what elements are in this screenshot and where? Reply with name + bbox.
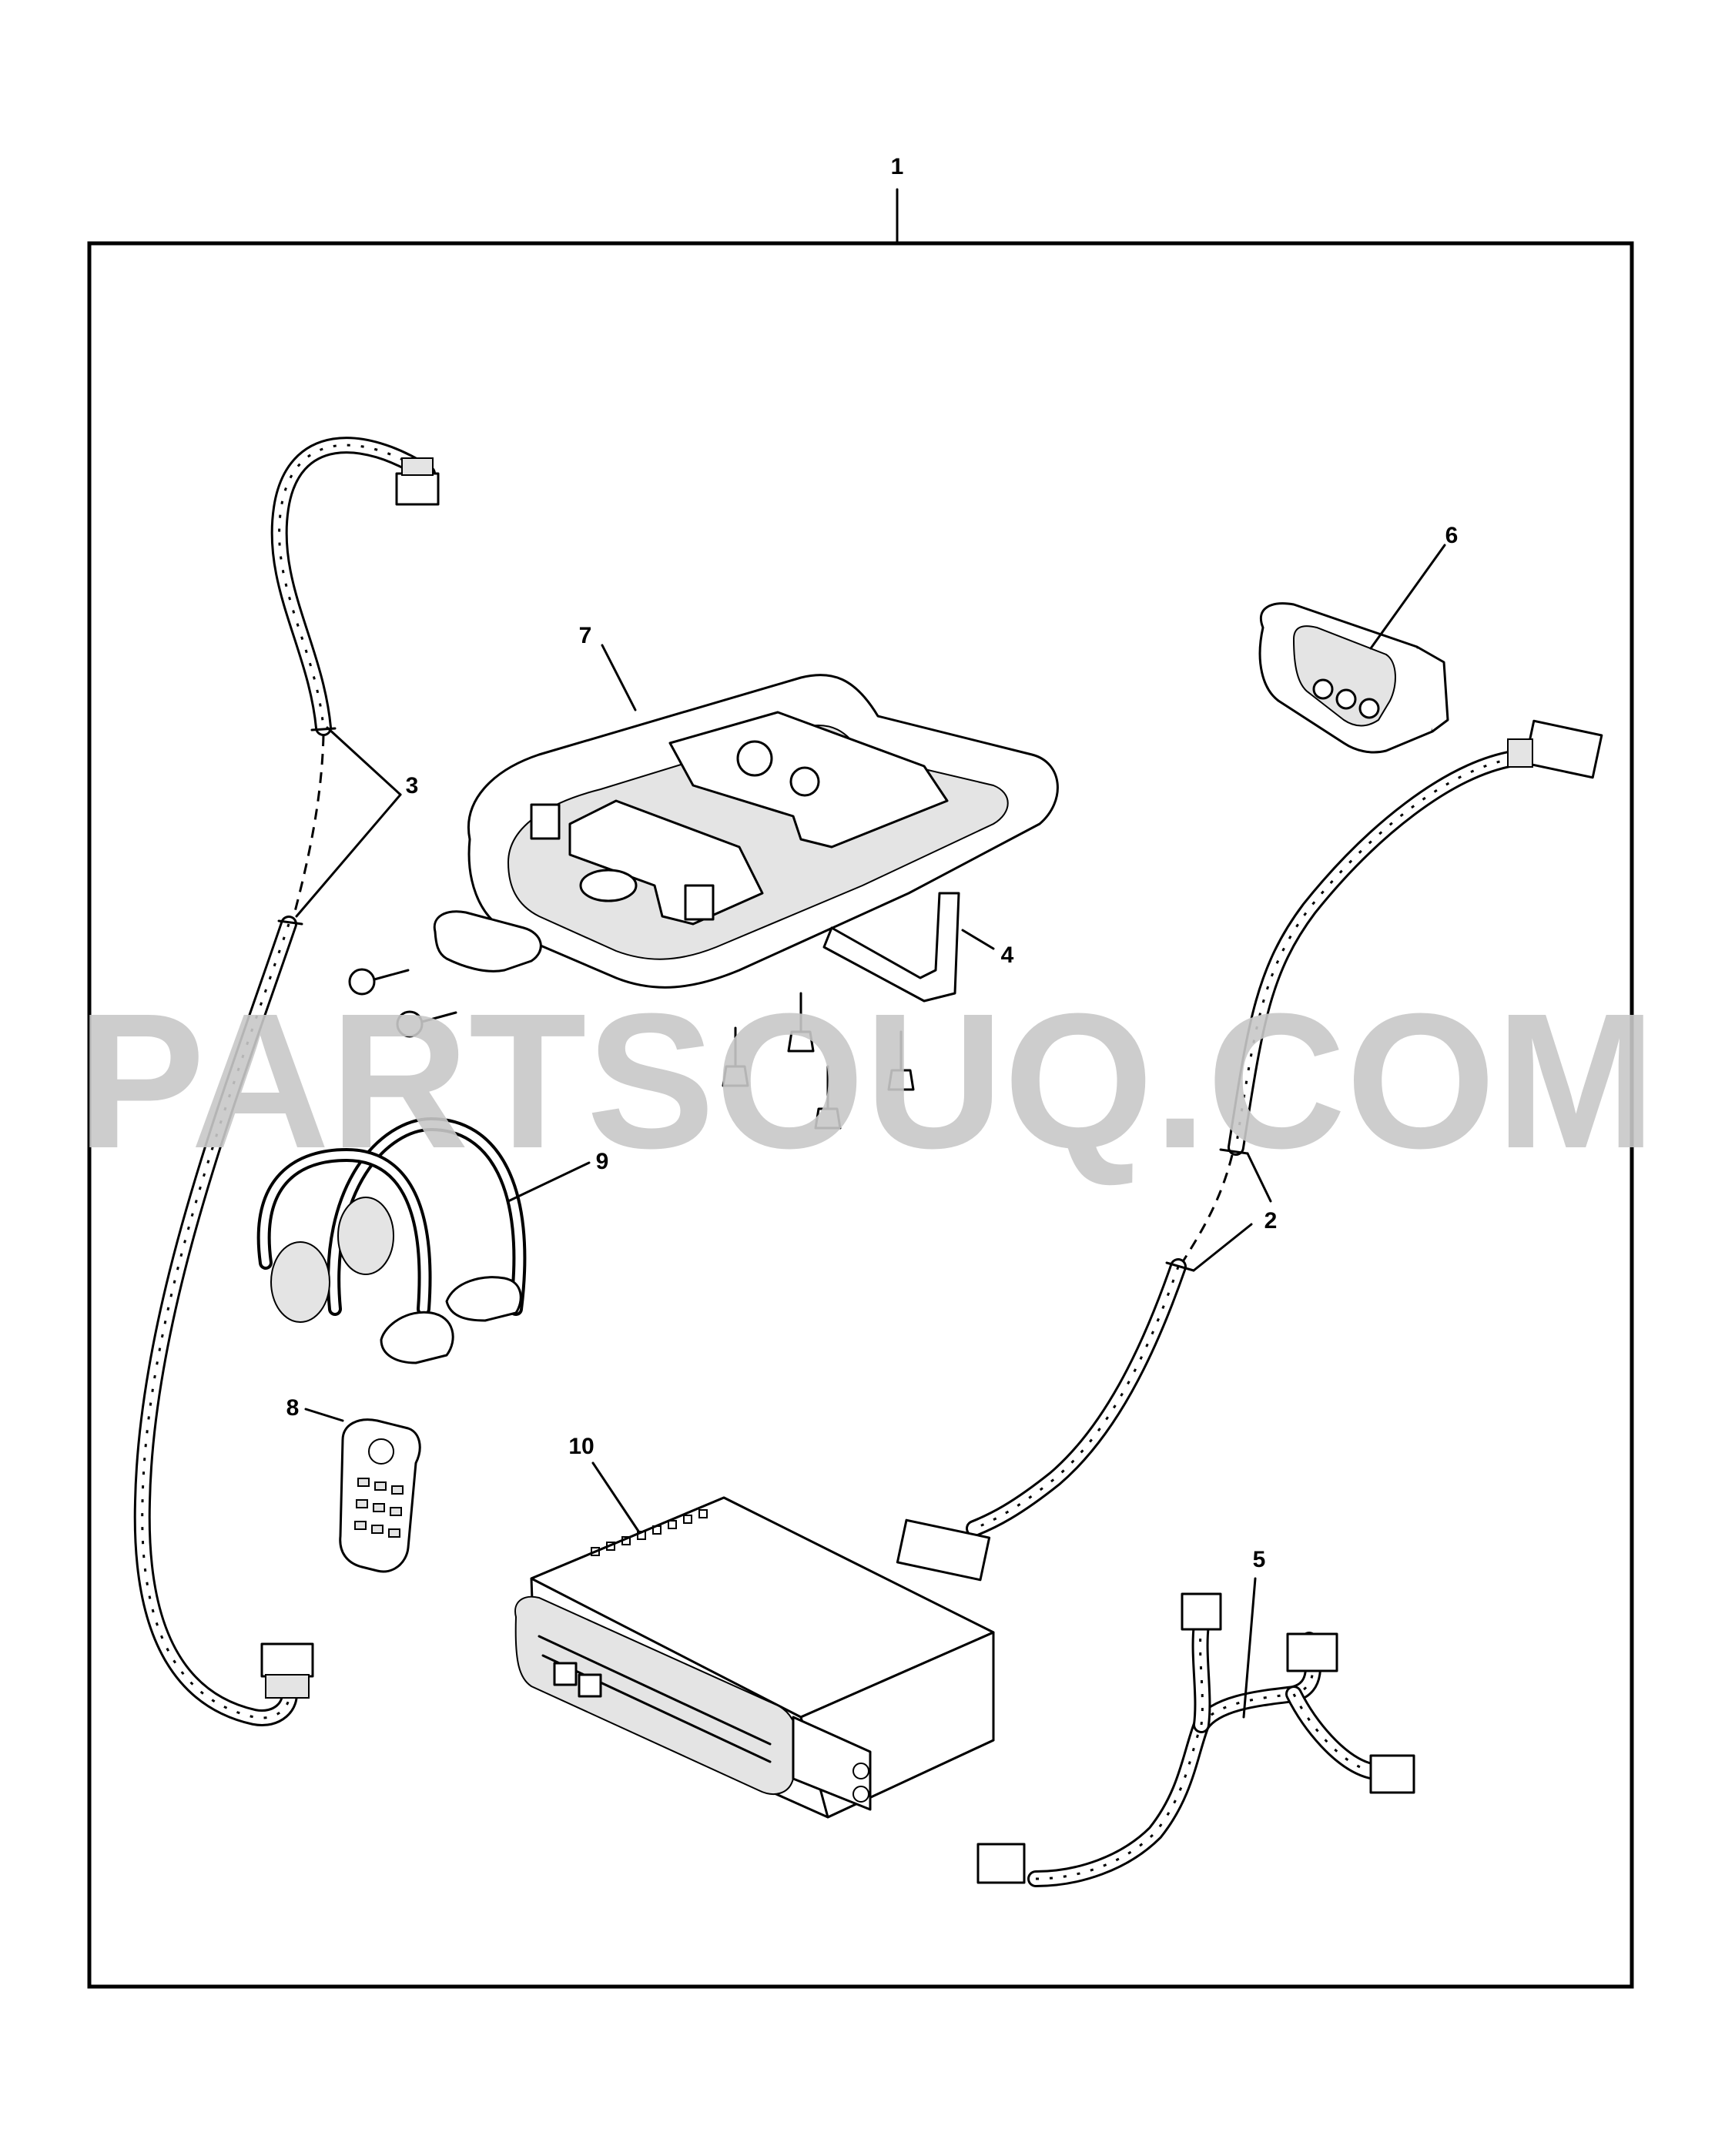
callout-1: 1 xyxy=(891,154,904,179)
callout-3: 3 xyxy=(406,773,419,798)
part-5-y-harness xyxy=(976,1592,1415,1887)
lens-cover xyxy=(433,910,542,973)
callout-6: 6 xyxy=(1445,523,1459,548)
part-8-remote xyxy=(339,1418,421,1573)
part-3-harness xyxy=(133,437,440,1727)
callout-4: 4 xyxy=(1001,942,1014,968)
leader-5 xyxy=(1242,1577,1257,1719)
part-7-console xyxy=(467,674,1059,989)
watermark-text: PARTSOUQ.COM xyxy=(77,973,1656,1188)
callout-8: 8 xyxy=(286,1395,300,1421)
leader-9 xyxy=(507,1161,591,1203)
leader-2a xyxy=(1246,1152,1272,1203)
leader-8 xyxy=(304,1408,344,1422)
callout-10: 10 xyxy=(568,1434,594,1459)
callout-5: 5 xyxy=(1253,1547,1266,1572)
callout-9: 9 xyxy=(596,1149,609,1174)
leader-6 xyxy=(1369,544,1446,650)
leader-2b xyxy=(1192,1223,1253,1272)
part-2-harness xyxy=(896,719,1603,1582)
part-9-headphones xyxy=(256,1117,527,1364)
callout-2: 2 xyxy=(1264,1208,1278,1234)
leader-4 xyxy=(961,929,995,950)
leader-3b xyxy=(295,793,402,918)
part-6-switch xyxy=(1258,602,1449,754)
callout-7: 7 xyxy=(579,623,592,648)
part-10-dvd-player xyxy=(514,1496,995,1819)
screws xyxy=(348,968,915,1130)
leader-3a xyxy=(326,726,402,796)
part-4-bracket xyxy=(822,892,960,1003)
kit-frame xyxy=(87,241,1634,1989)
leader-10 xyxy=(591,1461,641,1534)
leader-7 xyxy=(601,644,637,711)
